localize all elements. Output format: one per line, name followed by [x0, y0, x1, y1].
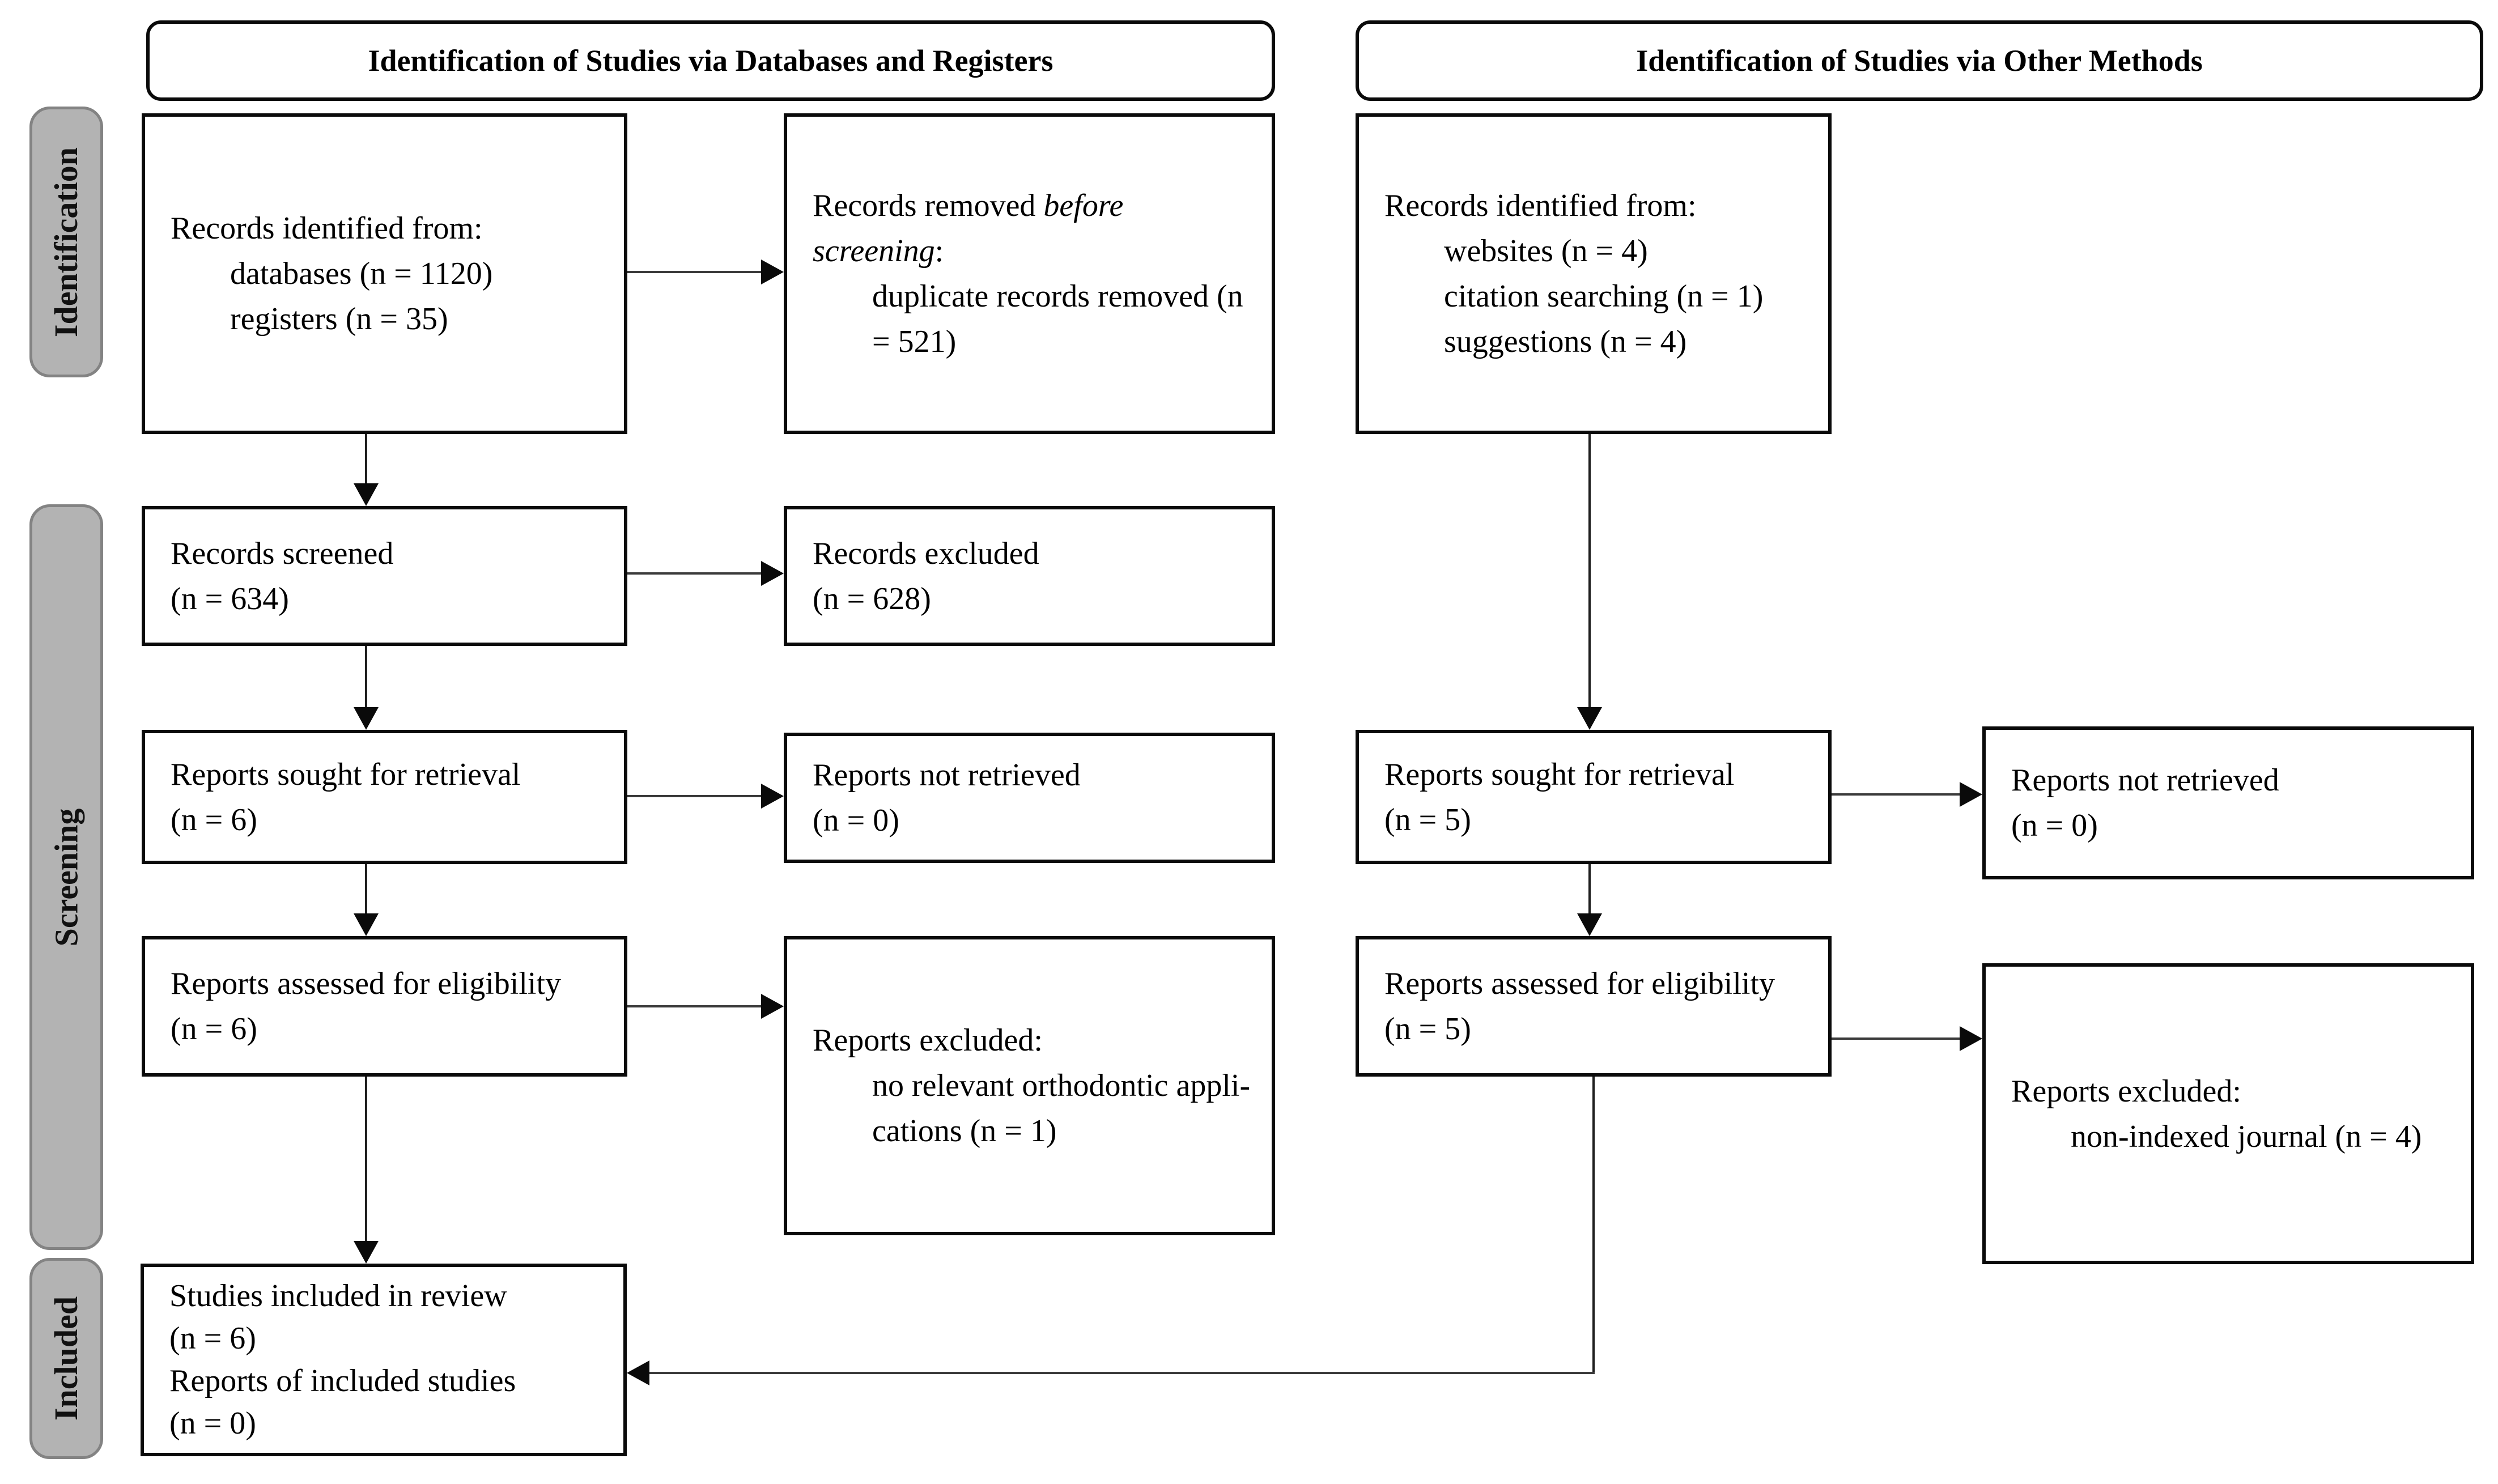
box-text-line: citation searching (n = 1)	[1444, 279, 1764, 314]
box-text-line: (n = 634)	[171, 581, 289, 616]
box-text-line: Records excluded	[813, 535, 1039, 571]
box-text-line: non-indexed journal (n = 4)	[2071, 1119, 2422, 1154]
stage-bar-screening: Screening	[29, 504, 103, 1250]
box-text-line: cations (n = 1)	[872, 1113, 1057, 1149]
arrowhead-left-icon	[627, 1360, 649, 1385]
arrowhead-down-icon	[354, 913, 379, 936]
arrowhead-right-icon	[1960, 782, 1982, 807]
box-reports-not-retrieved-databases: Reports not retrieved (n = 0)	[784, 733, 1275, 863]
box-records-identified-other: Records identified from: websites (n = 4…	[1356, 113, 1832, 434]
box-studies-included: Studies included in review (n = 6) Repor…	[141, 1264, 627, 1456]
stage-label-included: Included	[48, 1296, 85, 1421]
arrow-sought-other-to-not-retrieved-other	[1832, 793, 1961, 796]
box-text-line: (n = 5)	[1384, 1011, 1471, 1047]
arrowhead-down-icon	[1577, 913, 1602, 936]
box-text-line: databases (n = 1120)	[230, 256, 493, 291]
box-reports-excluded-databases: Reports excluded: no relevant orthodonti…	[784, 936, 1275, 1235]
box-reports-sought-other: Reports sought for retrieval (n = 5)	[1356, 730, 1832, 864]
arrow-sought-db-to-assessed-db	[365, 864, 367, 915]
box-text-fragment: Records removed	[813, 188, 1044, 223]
arrow-assessed-db-to-excluded-db	[627, 1005, 762, 1007]
box-text-line: Reports excluded:	[813, 1023, 1043, 1058]
arrowhead-right-icon	[1960, 1026, 1982, 1051]
box-reports-assessed-other: Reports assessed for eligibility (n = 5)	[1356, 936, 1832, 1077]
box-text-line: (n = 5)	[1384, 802, 1471, 837]
stage-bar-identification: Identification	[29, 107, 103, 377]
box-text-line: suggestions (n = 4)	[1444, 324, 1687, 359]
arrow-identified-other-to-sought-other	[1588, 434, 1591, 708]
arrow-assessed-db-to-included	[365, 1077, 367, 1242]
box-text-line: (n = 6)	[171, 802, 257, 837]
arrow-identified-db-to-removed	[627, 271, 762, 273]
box-records-identified-databases: Records identified from: databases (n = …	[142, 113, 627, 434]
arrowhead-right-icon	[761, 784, 784, 809]
box-records-excluded: Records excluded (n = 628)	[784, 506, 1275, 646]
header-databases-registers: Identification of Studies via Databases …	[146, 20, 1275, 101]
arrow-sought-other-to-assessed-other	[1588, 864, 1591, 915]
box-text-line: no relevant orthodontic appli-	[872, 1068, 1251, 1103]
box-text-line: Reports not retrieved	[813, 758, 1081, 793]
arrowhead-right-icon	[761, 561, 784, 586]
arrowhead-down-icon	[354, 1241, 379, 1264]
box-reports-not-retrieved-other: Reports not retrieved (n = 0)	[1982, 726, 2474, 879]
box-text-line: (n = 628)	[813, 581, 931, 616]
box-text-line: Records removed before screening:	[813, 183, 1260, 274]
header-other-methods: Identification of Studies via Other Meth…	[1356, 20, 2483, 101]
arrow-assessed-other-elbow-vertical	[1592, 1077, 1595, 1373]
box-text-fragment: :	[934, 233, 944, 269]
stage-label-screening: Screening	[48, 808, 85, 946]
box-reports-sought-databases: Reports sought for retrieval (n = 6)	[142, 730, 627, 864]
arrowhead-right-icon	[761, 260, 784, 284]
box-text-line: Reports not retrieved	[2011, 763, 2279, 798]
box-text-line: (n = 6)	[169, 1321, 256, 1356]
arrow-screened-to-excluded	[627, 572, 762, 575]
arrow-identified-db-to-screened	[365, 434, 367, 484]
box-records-screened: Records screened (n = 634)	[142, 506, 627, 646]
box-text-line: = 521)	[872, 324, 957, 359]
arrow-sought-db-to-not-retrieved-db	[627, 795, 762, 797]
box-text-line: Reports excluded:	[2011, 1073, 2241, 1109]
box-text-line: registers (n = 35)	[230, 301, 448, 337]
stage-bar-included: Included	[29, 1258, 103, 1459]
box-text-line: Records identified from:	[1384, 188, 1697, 223]
arrowhead-right-icon	[761, 994, 784, 1019]
box-reports-assessed-databases: Reports assessed for eligibility (n = 6)	[142, 936, 627, 1077]
box-text-line: Records identified from:	[171, 211, 483, 246]
box-text-line: Reports of included studies	[169, 1363, 516, 1398]
arrowhead-down-icon	[1577, 707, 1602, 730]
box-text-line: (n = 0)	[169, 1406, 256, 1441]
box-text-line: Reports assessed for eligibility	[171, 966, 562, 1001]
arrowhead-down-icon	[354, 707, 379, 730]
arrow-assessed-other-elbow-to-included	[648, 1372, 1595, 1374]
box-text-line: (n = 6)	[171, 1011, 257, 1047]
arrow-assessed-other-to-excluded-other	[1832, 1037, 1961, 1040]
box-text-line: Reports sought for retrieval	[1384, 756, 1735, 792]
box-text-line: (n = 0)	[813, 803, 899, 838]
box-records-removed-before-screening: Records removed before screening: duplic…	[784, 113, 1275, 434]
box-text-line: (n = 0)	[2011, 808, 2098, 843]
box-text-line: Reports assessed for eligibility	[1384, 966, 1775, 1001]
header-databases-registers-label: Identification of Studies via Databases …	[368, 44, 1053, 78]
arrowhead-down-icon	[354, 483, 379, 506]
box-text-line: duplicate records removed (n	[872, 279, 1243, 314]
box-reports-excluded-other: Reports excluded: non-indexed journal (n…	[1982, 963, 2474, 1264]
arrow-screened-to-sought-db	[365, 646, 367, 708]
box-text-line: Records screened	[171, 535, 394, 571]
box-text-italic-fragment: before screening	[813, 188, 1124, 269]
box-text-line: websites (n = 4)	[1444, 233, 1648, 269]
stage-label-identification: Identification	[48, 147, 85, 337]
box-text-line: Studies included in review	[169, 1278, 507, 1313]
box-text-line: Reports sought for retrieval	[171, 756, 521, 792]
header-other-methods-label: Identification of Studies via Other Meth…	[1636, 44, 2203, 78]
